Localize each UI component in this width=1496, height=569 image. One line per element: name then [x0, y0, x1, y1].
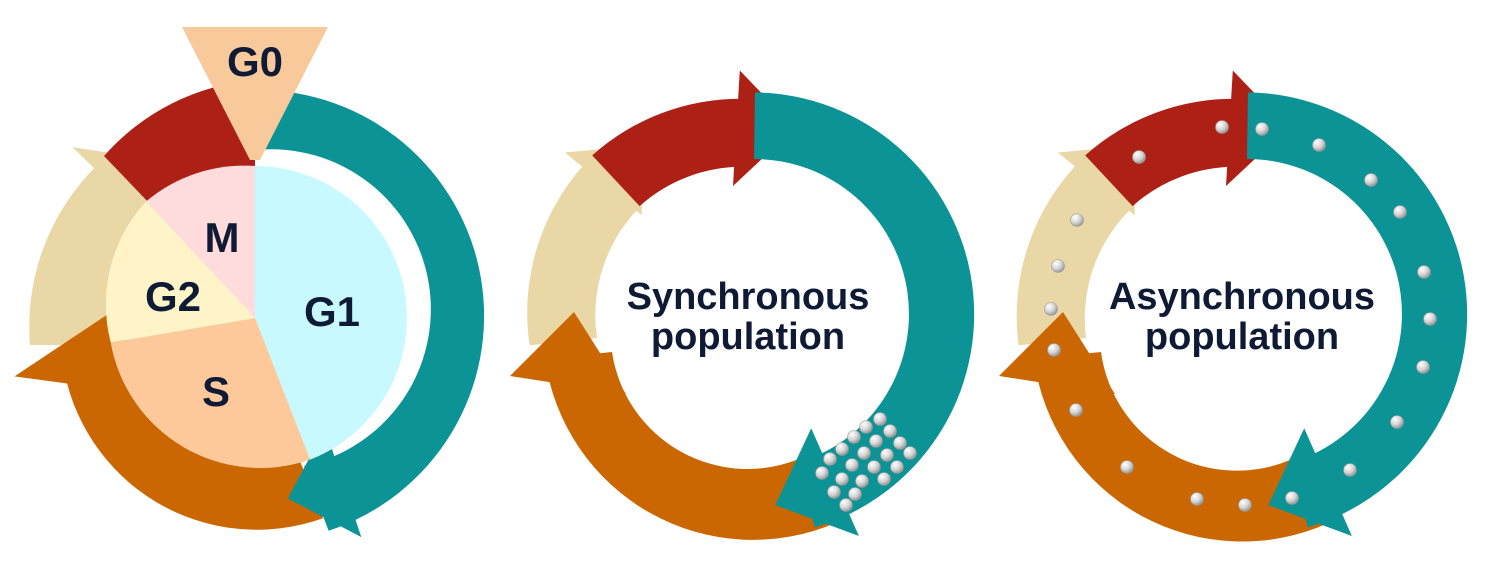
cell-dot-icon — [869, 434, 883, 448]
cell-dot-icon — [827, 485, 841, 499]
asynchronous-cycle-diagram: Asynchronous population — [999, 70, 1468, 542]
cell-dot-icon — [1417, 265, 1431, 279]
sync-caption-line2: population — [651, 316, 845, 358]
async-arrow-tan-body — [1016, 154, 1135, 346]
wedge-G1 — [255, 166, 407, 460]
async-arrow-teal — [1247, 92, 1468, 536]
cell-dot-icon — [1416, 360, 1430, 374]
phase-pie — [105, 165, 407, 468]
cell-dot-icon — [845, 458, 859, 472]
cell-dot-icon — [1051, 259, 1065, 273]
arrow-M — [104, 80, 255, 205]
cell-dot-icon — [880, 448, 894, 462]
cell-dot-icon — [1044, 302, 1058, 316]
cell-dot-icon — [1069, 403, 1083, 417]
cell-dot-icon — [835, 472, 849, 486]
async-caption-line2: population — [1145, 316, 1339, 358]
cell-dot-icon — [815, 466, 829, 480]
g0-funnel: G0 — [182, 27, 328, 160]
sync-arrow-orange — [510, 312, 837, 540]
cell-cycle-diagram: G0 M G1 G2 S — [14, 27, 485, 538]
g2-label: G2 — [145, 273, 201, 320]
cell-dot-icon — [890, 460, 904, 474]
cell-dot-icon — [1120, 460, 1134, 474]
async-arrow-orange-body — [1034, 352, 1330, 542]
g0-funnel-shape — [182, 27, 328, 160]
cell-dot-icon — [1238, 498, 1252, 512]
cell-dot-icon — [823, 452, 837, 466]
sync-arrow-orange-head — [510, 312, 626, 394]
cell-dot-icon — [1190, 492, 1204, 506]
s-label: S — [202, 368, 230, 415]
cell-dot-icon — [859, 420, 873, 434]
wedge-S — [110, 318, 311, 468]
cell-dot-icon — [903, 446, 917, 460]
sync-cell-cluster — [815, 412, 917, 512]
async-arrow-red-body — [1085, 98, 1239, 207]
async-cells — [1044, 120, 1437, 512]
sync-arrow-teal-head — [775, 428, 859, 536]
arrow-g1-head — [287, 428, 362, 538]
cell-dot-icon — [893, 436, 907, 450]
cell-dot-icon — [1393, 205, 1407, 219]
sync-caption-line1: Synchronous — [627, 276, 870, 318]
sync-arrow-tan-body — [527, 154, 642, 346]
arrow-m-body — [104, 80, 255, 205]
sync-arrow-orange-body — [545, 352, 837, 540]
cell-dot-icon — [1215, 120, 1229, 134]
cell-dot-icon — [848, 487, 862, 501]
cell-dot-icon — [867, 460, 881, 474]
arrow-s-body — [62, 353, 323, 530]
sync-arrow-teal-body — [754, 92, 975, 528]
arrow-g1-body — [255, 89, 485, 531]
arrow-G1 — [255, 89, 485, 538]
cell-dot-icon — [1312, 138, 1326, 152]
sync-arrow-teal — [754, 92, 975, 536]
async-caption-line1: Asynchronous — [1109, 276, 1375, 318]
cell-dot-icon — [1070, 213, 1084, 227]
cell-dot-icon — [1343, 463, 1357, 477]
async-arrow-teal-body — [1247, 92, 1468, 528]
wedge-M — [146, 165, 255, 318]
sync-arrow-red-body — [592, 98, 744, 207]
m-label: M — [205, 214, 240, 261]
cell-dot-icon — [855, 474, 869, 488]
async-arrow-teal-head — [1268, 428, 1352, 536]
cell-dot-icon — [1047, 343, 1061, 357]
cell-dot-icon — [1255, 122, 1269, 136]
cell-dot-icon — [847, 430, 861, 444]
cell-dot-icon — [857, 446, 871, 460]
cell-dot-icon — [1285, 491, 1299, 505]
g0-label: G0 — [227, 38, 283, 85]
cell-dot-icon — [877, 472, 891, 486]
cell-dot-icon — [1364, 173, 1378, 187]
cell-dot-icon — [1390, 415, 1404, 429]
cell-dot-icon — [839, 498, 853, 512]
cell-dot-icon — [873, 412, 887, 426]
cell-dot-icon — [883, 424, 897, 438]
synchronous-cycle-diagram: Synchronous population — [510, 70, 975, 540]
cell-dot-icon — [1423, 312, 1437, 326]
cell-dot-icon — [835, 442, 849, 456]
g1-label: G1 — [304, 288, 360, 335]
wedge-G2 — [105, 201, 255, 343]
cell-dot-icon — [1132, 150, 1146, 164]
